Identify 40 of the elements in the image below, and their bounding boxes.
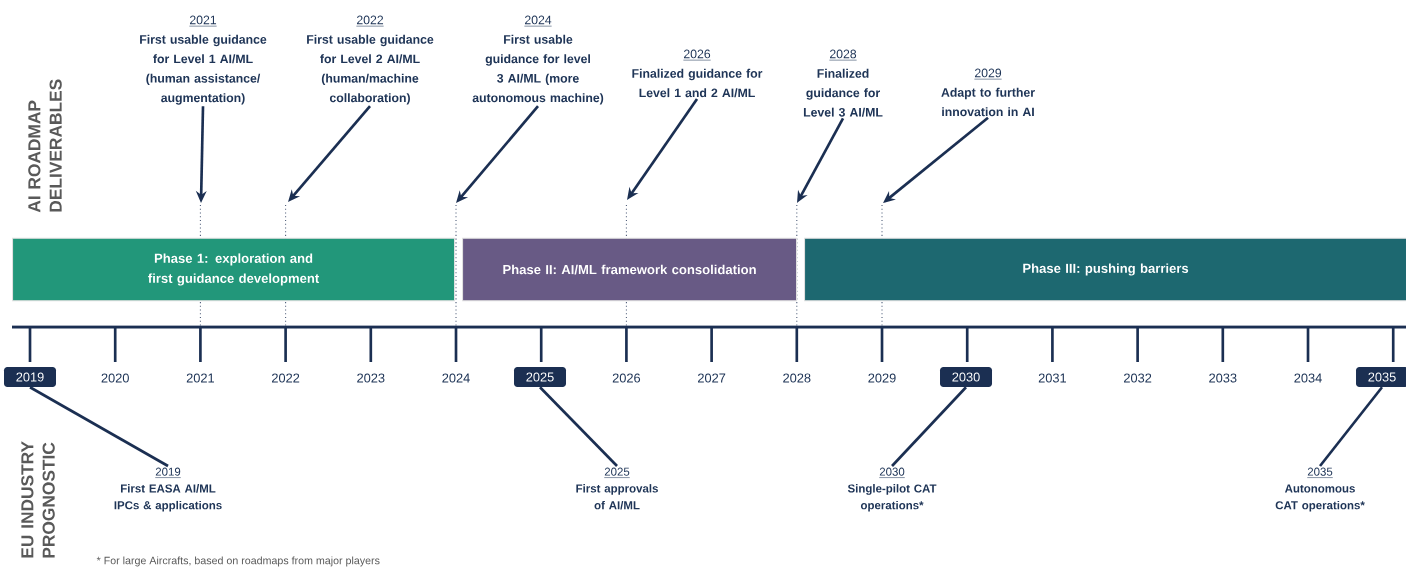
callout-text: 2025 First approvals of AI/ML <box>576 467 658 510</box>
year-label: 2020 <box>101 373 129 383</box>
callout-text: 2029 Adapt to further innovation in AI <box>941 68 1035 117</box>
leader-line <box>1318 386 1384 467</box>
year-badge: 2030 <box>940 367 992 387</box>
year-label: 2028 <box>783 373 811 383</box>
year-label: 2031 <box>1038 373 1066 383</box>
footnote: * For large Aircrafts, based on roadmaps from major players <box>96 556 380 567</box>
leader-line <box>539 386 618 467</box>
year-label: 2026 <box>612 373 641 383</box>
callout-text: 2022 First usable guidance for Level 2 AI/ML (human/machine collaboration) <box>307 15 434 105</box>
callout-text: 2026 Finalized guidance for Level 1 and 2 AI/ML <box>632 49 763 98</box>
year-label: 2029 <box>868 373 896 383</box>
arrow <box>456 105 540 203</box>
year-label: 2023 <box>357 373 385 383</box>
axis-title: AI ROADMAP DELIVERABLES <box>28 79 62 213</box>
phase-bar: Phase III: pushing barriers <box>804 237 1406 302</box>
year-badge: 2019 <box>4 367 56 387</box>
phase-bar: Phase II: AI/ML framework consolidation <box>462 237 798 302</box>
callout-text: 2019 First EASA AI/ML IPCs & applications <box>114 467 222 512</box>
year-label: 2027 <box>698 373 726 383</box>
callout-text: 2028 Finalized guidance for Level 3 AI/ML <box>803 49 883 117</box>
year-label: 2032 <box>1124 373 1152 383</box>
callout-text: 2021 First usable guidance for Level 1 AI/ML (human assistance/ augmentation) <box>140 15 267 105</box>
year-label: 2022 <box>272 373 300 383</box>
leader-line <box>29 386 169 468</box>
phase-bar: Phase 1: exploration and first guidance development <box>12 237 456 302</box>
year-label: 2024 <box>442 373 470 383</box>
callout-text: 2024 First usable guidance for level 3 AI/ML (more autonomous machine) <box>472 15 604 105</box>
callout-text: 2035 Autonomous CAT operations* <box>1275 467 1365 512</box>
year-label: 2034 <box>1294 373 1322 383</box>
arrow <box>288 105 372 202</box>
axis-title: EU INDUSTRY PROGNOSTIC <box>21 441 55 558</box>
year-badge: 2035 <box>1356 367 1406 387</box>
year-label: 2021 <box>186 373 214 383</box>
year-badge: 2025 <box>514 367 566 387</box>
leader-line <box>891 386 967 467</box>
arrow <box>883 116 989 203</box>
year-label: 2033 <box>1209 373 1237 383</box>
callout-text: 2030 Single-pilot CAT operations* <box>847 467 937 512</box>
